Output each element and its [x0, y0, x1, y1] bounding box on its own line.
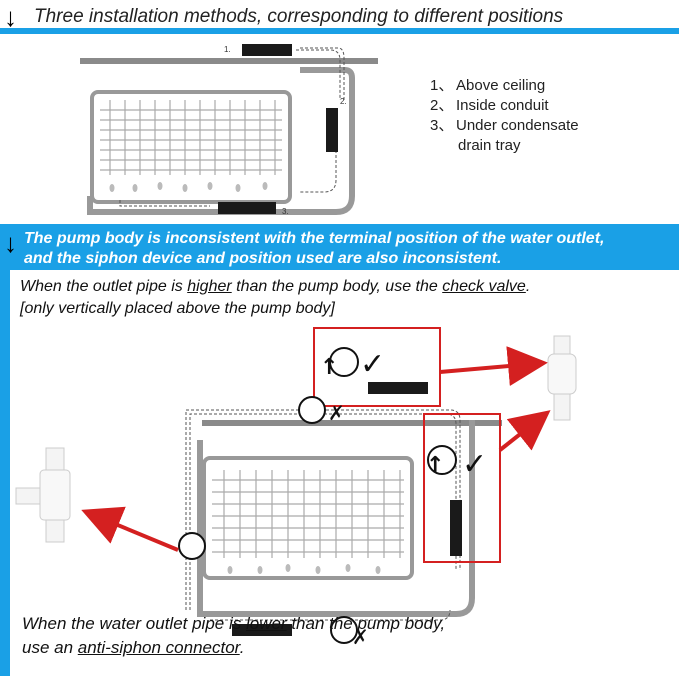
checkmark-icon: ✓ [360, 347, 385, 382]
section2: ↓ The pump body is inconsistent with the… [0, 224, 679, 676]
water-drops [109, 182, 268, 192]
ac-unit-outline [87, 67, 355, 215]
higher-note: When the outlet pipe is higher than the … [20, 276, 530, 320]
tube-dashed-top [185, 409, 461, 610]
anti-siphon-connector-product [15, 447, 71, 543]
legend-number: 2、 [430, 97, 454, 114]
check-valve-product [547, 335, 577, 421]
section2-title: The pump body is inconsistent with the t… [24, 229, 679, 269]
tube-dashed-3 [300, 150, 337, 193]
note-text: When the outlet pipe is [20, 278, 188, 295]
legend-text: Above ceiling [456, 77, 546, 94]
tube-dashed-2 [300, 47, 345, 100]
section2-title-line2: and the siphon device and position used … [24, 250, 502, 267]
section1-title: Three installation methods, correspondin… [34, 6, 564, 27]
note-emphasis-higher: higher [187, 278, 232, 295]
legend-text: Under condensate [456, 117, 579, 134]
invalid-valve-top: ✗ [298, 396, 345, 425]
note-text: than the pump body, [286, 614, 446, 633]
lower-note: When the water outlet pipe is lower than… [22, 612, 445, 660]
tube-dashed-1 [296, 49, 341, 100]
installation-diagram-1: 1. 2. 3. [80, 44, 378, 216]
up-arrow-icon: ↑ [320, 355, 338, 380]
legend-text: drain tray [458, 137, 521, 154]
anti-siphon-ok [178, 532, 206, 560]
marker-3: 3. [282, 207, 289, 216]
section1-header: ↓ Three installation methods, correspond… [0, 0, 679, 34]
red-arrow-to-check-valve-1 [439, 346, 548, 387]
note-emphasis-anti-siphon: anti-siphon connector [77, 638, 240, 657]
cross-icon: ✗ [328, 401, 345, 425]
pump-bottom [232, 624, 292, 636]
note-text: than the pump body, use the [231, 278, 443, 295]
note-line2: [only vertically placed above the pump b… [20, 300, 335, 317]
legend-item: 2、Inside conduit [430, 96, 579, 116]
check-valve-ok-2: ↑ ✓ [426, 445, 487, 482]
installation-legend: 1、Above ceiling 2、Inside conduit 3、Under… [430, 76, 579, 156]
tube-dashed-4 [119, 200, 210, 207]
invalid-valve-bottom: ✗ [330, 616, 369, 649]
red-arrow-to-anti-siphon [81, 506, 179, 552]
legend-text: Inside conduit [456, 97, 549, 114]
down-arrow-icon: ↓ [4, 2, 17, 32]
note-text: When the water outlet pipe is [22, 614, 246, 633]
checkmark-icon: ✓ [462, 447, 487, 482]
ac-coil-box [202, 456, 414, 580]
pump-top [368, 382, 428, 394]
marker-2: 2. [340, 97, 347, 106]
note-text: . [525, 278, 531, 295]
legend-item: 3、Under condensate [430, 116, 579, 136]
note-text: . [239, 638, 245, 657]
installation-diagram-2: ↑ ✓ ↑ ✓ ✗ ✗ [15, 327, 577, 649]
legend-number: 3、 [430, 117, 454, 134]
pump-3 [218, 202, 276, 214]
check-valve-highlight-box-1 [313, 327, 441, 407]
down-arrow-icon: ↓ [4, 228, 17, 258]
check-valve-highlight-box-2 [423, 413, 501, 563]
note-emphasis-lower: lower [245, 614, 287, 633]
tube-dashed-bottom [210, 609, 451, 621]
marker-1: 1. [224, 45, 231, 54]
note-text: use an [22, 638, 78, 657]
ceiling-beam [202, 420, 502, 426]
water-drops [227, 564, 381, 574]
ac-coil-grid [212, 470, 404, 558]
check-valve-ok-1: ↑ ✓ [320, 347, 385, 382]
ceiling-beam [80, 58, 378, 64]
section2-panel: When the outlet pipe is higher than the … [10, 270, 679, 676]
pump-2 [326, 108, 338, 152]
note-emphasis-check-valve: check valve [442, 278, 526, 295]
pump-side [450, 500, 462, 556]
up-arrow-icon: ↑ [426, 453, 444, 478]
ac-unit-outline [197, 420, 475, 617]
legend-item: 1、Above ceiling [430, 76, 579, 96]
legend-number: 1、 [430, 77, 454, 94]
red-arrow-to-check-valve-2 [498, 410, 551, 452]
cross-icon: ✗ [352, 625, 369, 649]
legend-item: drain tray [430, 136, 579, 156]
section2-title-line1: The pump body is inconsistent with the t… [24, 230, 605, 247]
pump-1 [242, 44, 292, 56]
ac-coil-grid [100, 100, 282, 175]
